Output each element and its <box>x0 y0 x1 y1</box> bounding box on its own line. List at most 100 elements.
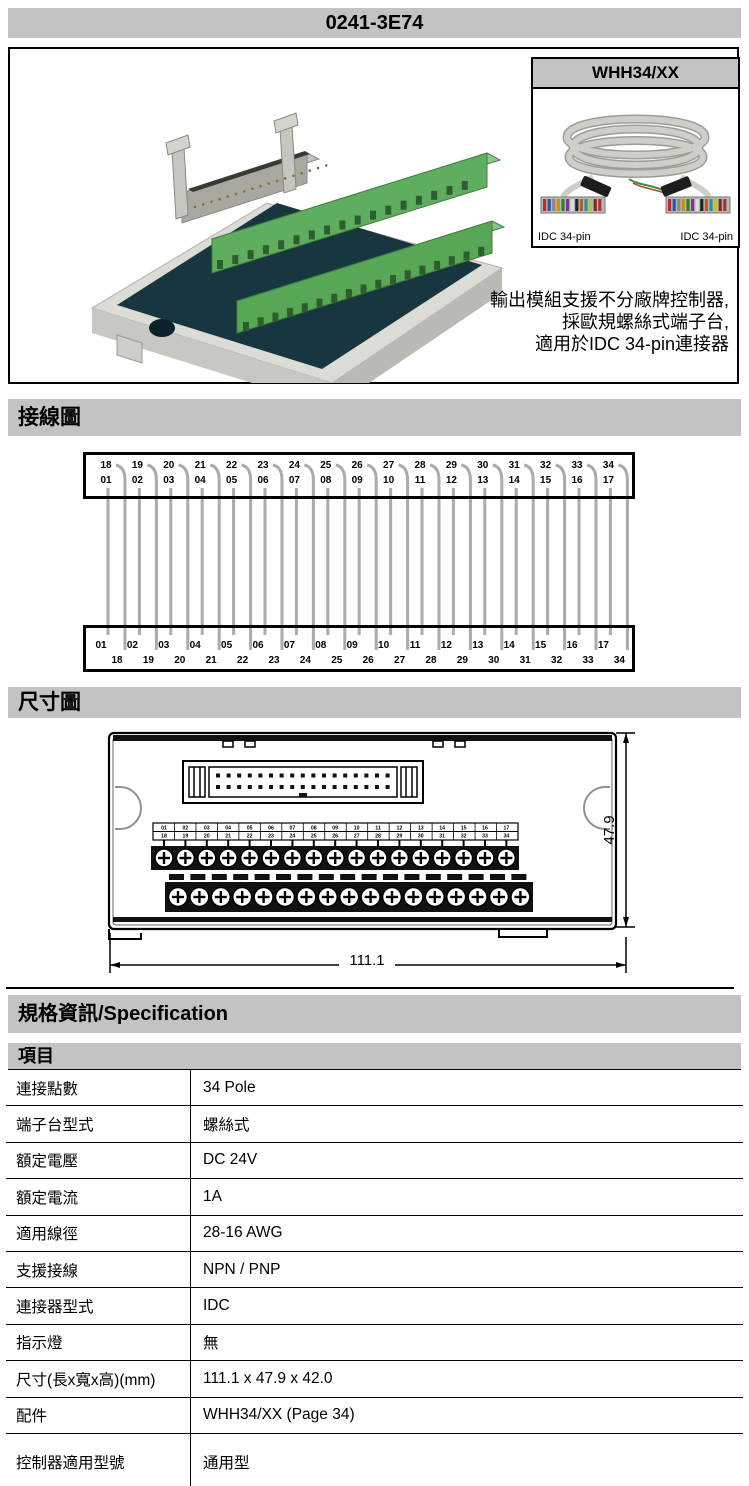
spec-value: 1A <box>203 1187 222 1205</box>
dash <box>490 874 505 880</box>
wire-elbow <box>523 463 535 650</box>
terminal-slot <box>446 185 453 195</box>
pin-label: 24 <box>289 460 301 471</box>
ribbon-stripe <box>700 199 704 211</box>
ribbon-stripe <box>552 199 556 211</box>
pin-label: 26 <box>352 460 364 471</box>
wire-elbow <box>555 463 567 650</box>
pin-label: 02 <box>132 475 144 486</box>
terminal-slot <box>339 220 346 230</box>
idc-pin <box>279 785 284 789</box>
strip-number: 30 <box>418 834 424 840</box>
idc-pin-dot <box>242 190 246 193</box>
spec-row: 端子台型式螺絲式 <box>6 1106 743 1143</box>
strip-number: 23 <box>268 834 274 840</box>
terminal-slot <box>375 279 382 289</box>
pin-label: 18 <box>111 655 123 666</box>
dash <box>297 874 313 880</box>
terminal-slot <box>448 256 455 266</box>
idc-pin-dot <box>226 195 230 198</box>
green-wire <box>628 178 666 192</box>
pin-label: 17 <box>603 475 615 486</box>
terminal-slot <box>385 205 392 215</box>
idc-pin <box>311 785 316 789</box>
ribbon-stripe <box>681 199 685 211</box>
dash <box>233 874 249 880</box>
strip-number: 17 <box>504 826 510 832</box>
wire-elbow <box>398 463 410 650</box>
terminal-slot <box>278 240 285 250</box>
pin-label: 21 <box>195 460 207 471</box>
idc-pin <box>226 785 231 789</box>
top-tabs <box>222 740 466 748</box>
pin-label: 34 <box>614 655 626 666</box>
spec-label: 適用線徑 <box>6 1215 191 1251</box>
strip-number: 19 <box>183 834 189 840</box>
idc-pins <box>216 773 390 789</box>
strip-number: 15 <box>461 826 467 832</box>
terminal-slot <box>404 270 411 280</box>
pin-label: 20 <box>174 655 186 666</box>
ribbon-stripe <box>672 199 676 211</box>
bottom-left-clip <box>108 929 142 940</box>
pin-label: 15 <box>540 475 552 486</box>
pin-label: 07 <box>289 475 301 486</box>
idc-pin <box>258 773 263 778</box>
dash <box>276 874 291 880</box>
strip-number: 32 <box>461 834 467 840</box>
product-photo <box>90 112 506 383</box>
terminal-row-front <box>235 220 506 334</box>
ribbon-stripe <box>598 199 602 211</box>
terminal-slot <box>316 298 323 308</box>
pin-label: 06 <box>252 640 264 651</box>
pin-label: 32 <box>551 655 563 666</box>
wire-elbow <box>586 463 598 650</box>
page-title: 0241-3E74 <box>8 8 741 38</box>
idc-pin-dot <box>308 169 312 172</box>
terminal-slot <box>345 289 352 299</box>
terminal-slot <box>415 195 422 205</box>
terminal-slot <box>272 312 279 322</box>
ribbon-stripe <box>677 199 681 211</box>
wire-elbow <box>272 463 284 650</box>
terminal-label-strip: 0118021903200421052206230724082509261027… <box>152 822 519 846</box>
strip-number: 11 <box>375 826 381 832</box>
section-title-dimension: 尺寸圖 <box>8 687 741 718</box>
ribbon-stripe <box>709 199 713 211</box>
wire-elbow <box>241 463 253 650</box>
pin-label: 15 <box>535 640 547 651</box>
ribbon-stripe <box>547 199 551 211</box>
spec-subheader: 項目 <box>8 1043 741 1070</box>
pin-label: 28 <box>414 460 426 471</box>
cable-sleeve-left <box>580 175 612 197</box>
body-outline <box>107 731 618 931</box>
foot-left <box>116 334 143 364</box>
cable-photo <box>540 114 731 214</box>
idc-pin-dot <box>283 177 287 180</box>
terminal-slots <box>193 164 485 331</box>
pin-label: 23 <box>268 655 280 666</box>
dash <box>383 874 398 880</box>
dash <box>211 874 227 880</box>
strip-number: 07 <box>290 826 296 832</box>
strip-number: 33 <box>482 834 488 840</box>
idc-pin-dot <box>218 197 221 201</box>
ribbon-stripe <box>584 199 588 211</box>
pin-label: 34 <box>603 460 615 471</box>
terminal-slot <box>293 235 300 245</box>
idc-pin-dot <box>292 174 295 178</box>
pin-label: 12 <box>446 475 458 486</box>
idc-pin-dot <box>201 203 205 206</box>
terminal-slot <box>390 275 396 284</box>
spec-value: WHH34/XX (Page 34) <box>203 1406 355 1424</box>
wiring-diagram: 1801011819020219200303202104042122050522… <box>83 452 635 672</box>
strip-number: 10 <box>354 826 360 832</box>
idc-pin <box>322 773 326 778</box>
strip-number: 34 <box>504 834 510 840</box>
terminal-slot <box>400 200 407 210</box>
pin-label: 13 <box>477 475 489 486</box>
idc-latch-left <box>165 134 191 220</box>
spec-label: 配件 <box>6 1397 191 1433</box>
idc-pin <box>247 773 252 778</box>
